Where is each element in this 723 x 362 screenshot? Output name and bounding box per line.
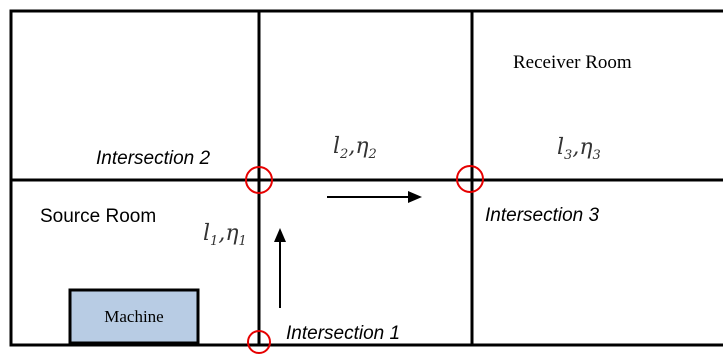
parameter-1-eta-subscript: 1 xyxy=(239,234,247,249)
arrow-up-head xyxy=(274,228,286,242)
intersection-2-marker[interactable] xyxy=(245,166,273,194)
parameter-3-label: l3,η3 xyxy=(557,135,601,163)
intersection-1-marker[interactable] xyxy=(247,330,271,354)
parameter-1-l-subscript: 1 xyxy=(210,234,218,249)
parameter-2-eta-subscript: 2 xyxy=(368,147,377,162)
parameter-1-label: l1,η1 xyxy=(203,221,247,249)
parameter-2-label: l2,η2 xyxy=(333,134,377,162)
machine-box xyxy=(68,288,200,345)
source-room-label: Source Room xyxy=(40,206,156,227)
machine-label: Machine xyxy=(104,307,163,326)
building-outline xyxy=(9,9,723,347)
intersection-3-label: Intersection 3 xyxy=(485,205,599,226)
arrow-right-head xyxy=(408,191,422,203)
parameter-2-l-subscript: 2 xyxy=(339,147,348,162)
intersection-1-label: Intersection 1 xyxy=(286,323,400,344)
parameter-3-l-subscript: 3 xyxy=(564,148,572,163)
intersection-2-label: Intersection 2 xyxy=(96,148,210,169)
intersection-3-marker[interactable] xyxy=(456,165,484,193)
parameter-3-eta-subscript: 3 xyxy=(593,148,601,163)
receiver-room-label: Receiver Room xyxy=(513,52,632,73)
